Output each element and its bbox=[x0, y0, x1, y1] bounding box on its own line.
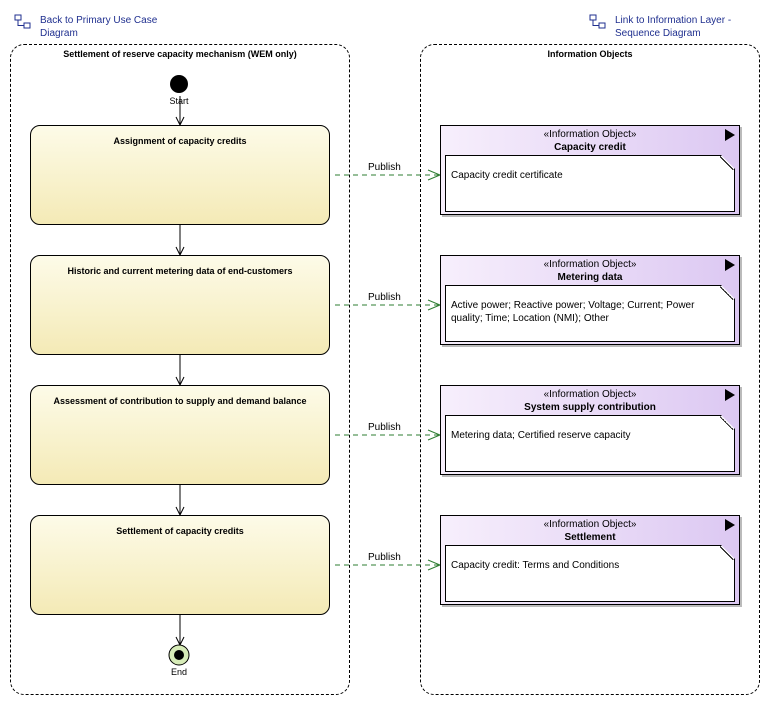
settlement-activity-partition: Settlement of reserve capacity mechanism… bbox=[10, 44, 350, 695]
action-settlement-of-capacity-credits[interactable]: Settlement of capacity credits bbox=[30, 515, 330, 615]
object-note: Capacity credit certificate bbox=[445, 155, 735, 212]
object-note: Active power; Reactive power; Voltage; C… bbox=[445, 285, 735, 342]
information-objects-partition: Information Objects bbox=[420, 44, 760, 695]
diagram-link-icon bbox=[589, 14, 606, 29]
action-assessment-of-contribution[interactable]: Assessment of contribution to supply and… bbox=[30, 385, 330, 485]
note-fold bbox=[720, 156, 734, 170]
flag-icon bbox=[725, 259, 735, 271]
information-object-system-supply-contribution[interactable]: «Information Object» System supply contr… bbox=[440, 385, 740, 475]
note-text: Metering data; Certified reserve capacit… bbox=[451, 430, 631, 441]
object-name: Settlement bbox=[564, 532, 616, 543]
back-link-label: Back to Primary Use Case Diagram bbox=[40, 15, 158, 39]
information-object-metering-data[interactable]: «Information Object» Metering data Activ… bbox=[440, 255, 740, 345]
stereotype-label: «Information Object» bbox=[543, 519, 637, 530]
note-fold bbox=[720, 546, 734, 560]
note-text: Capacity credit: Terms and Conditions bbox=[451, 560, 620, 571]
action-name: Historic and current metering data of en… bbox=[67, 266, 293, 276]
object-name: Metering data bbox=[557, 272, 623, 283]
info-layer-link-label: Link to Information Layer - Sequence Dia… bbox=[615, 15, 732, 39]
stereotype-label: «Information Object» bbox=[543, 389, 637, 400]
diagram-link-icon bbox=[14, 14, 31, 29]
publish-label: Publish bbox=[368, 552, 401, 563]
action-name: Assessment of contribution to supply and… bbox=[53, 396, 307, 406]
stereotype-label: «Information Object» bbox=[543, 129, 637, 140]
action-metering-data-of-end-customers[interactable]: Historic and current metering data of en… bbox=[30, 255, 330, 355]
partition-title: Settlement of reserve capacity mechanism… bbox=[63, 49, 297, 59]
start-label: Start bbox=[169, 96, 189, 106]
partition-title: Information Objects bbox=[547, 49, 633, 59]
publish-label: Publish bbox=[368, 162, 401, 173]
object-name: Capacity credit bbox=[554, 142, 626, 153]
note-fold bbox=[720, 286, 734, 300]
note-text: Capacity credit certificate bbox=[451, 170, 563, 181]
information-object-capacity-credit[interactable]: «Information Object» Capacity credit Cap… bbox=[440, 125, 740, 215]
publish-label: Publish bbox=[368, 422, 401, 433]
flag-icon bbox=[725, 389, 735, 401]
note-fold bbox=[720, 416, 734, 430]
action-name: Settlement of capacity credits bbox=[116, 526, 244, 536]
stereotype-label: «Information Object» bbox=[543, 259, 637, 270]
information-object-settlement[interactable]: «Information Object» Settlement Capacity… bbox=[440, 515, 740, 605]
action-name: Assignment of capacity credits bbox=[113, 136, 247, 146]
object-note: Metering data; Certified reserve capacit… bbox=[445, 415, 735, 472]
end-label: End bbox=[170, 667, 187, 677]
publish-label: Publish bbox=[368, 292, 401, 303]
flag-icon bbox=[725, 519, 735, 531]
flag-icon bbox=[725, 129, 735, 141]
object-note: Capacity credit: Terms and Conditions bbox=[445, 545, 735, 602]
back-to-primary-use-case-link[interactable]: Back to Primary Use Case Diagram bbox=[14, 14, 170, 40]
object-name: System supply contribution bbox=[524, 402, 656, 413]
initial-node bbox=[170, 75, 188, 93]
link-to-information-layer[interactable]: Link to Information Layer - Sequence Dia… bbox=[589, 14, 750, 40]
note-text: Active power; Reactive power; Voltage; C… bbox=[451, 300, 695, 324]
action-assignment-of-capacity-credits[interactable]: Assignment of capacity credits bbox=[30, 125, 330, 225]
